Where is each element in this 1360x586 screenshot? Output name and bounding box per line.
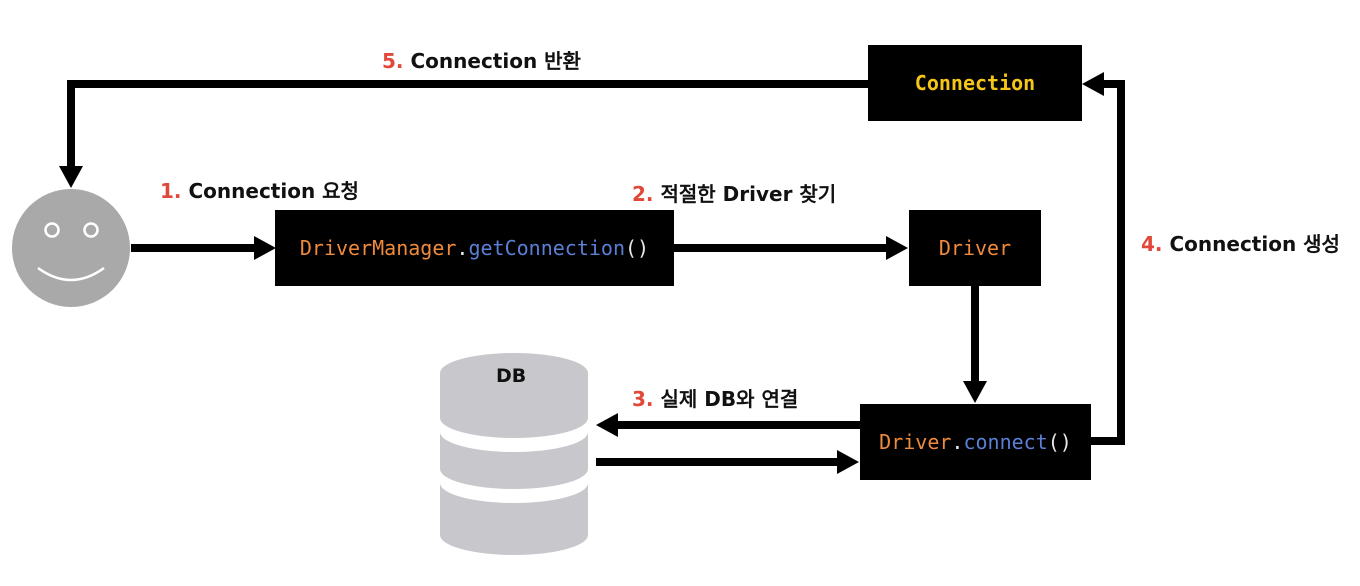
arrow-connection-to-user [59, 80, 868, 188]
step-text: Connection 요청 [188, 179, 359, 203]
driver-label: Driver [938, 236, 1012, 260]
step-number: 2. [632, 182, 654, 206]
step-5-label: 5. Connection 반환 [382, 45, 581, 74]
method-parens: () [625, 236, 650, 260]
arrow-db-to-connect [596, 450, 859, 474]
smiley-face-icon [12, 189, 130, 307]
driver-connect-box: Driver.connect() [860, 404, 1091, 480]
arrow-drivermanager-to-driver [674, 236, 908, 260]
arrow-driver-to-connect [963, 286, 987, 403]
step-1-label: 1. Connection 요청 [160, 175, 359, 204]
method-name: connect [963, 430, 1048, 454]
step-text: Connection 생성 [1169, 232, 1340, 256]
arrow-connect-to-db [596, 413, 860, 437]
step-number: 3. [632, 387, 654, 411]
step-3-label: 3. 실제 DB와 연결 [632, 383, 798, 412]
step-text: Connection 반환 [410, 49, 581, 73]
db-label: DB [496, 365, 527, 387]
method-parens: () [1047, 430, 1072, 454]
dot-separator: . [951, 430, 964, 454]
arrow-connect-to-connection [1082, 72, 1125, 445]
step-4-label: 4. Connection 생성 [1141, 228, 1340, 257]
step-text: 실제 DB와 연결 [660, 387, 799, 411]
step-number: 5. [382, 49, 404, 73]
class-name: Driver [879, 430, 952, 454]
step-2-label: 2. 적절한 Driver 찾기 [632, 178, 836, 207]
connection-label: Connection [914, 71, 1036, 95]
class-name: DriverManager [299, 236, 457, 260]
database-icon [440, 353, 588, 555]
driver-box: Driver [909, 210, 1041, 286]
arrow-user-to-drivermanager [131, 236, 276, 260]
step-number: 1. [160, 179, 182, 203]
step-text: 적절한 Driver 찾기 [660, 182, 837, 206]
connection-box: Connection [868, 45, 1082, 121]
step-number: 4. [1141, 232, 1163, 256]
dot-separator: . [456, 236, 469, 260]
method-name: getConnection [468, 236, 626, 260]
drivermanager-getconnection-box: DriverManager.getConnection() [275, 210, 674, 286]
